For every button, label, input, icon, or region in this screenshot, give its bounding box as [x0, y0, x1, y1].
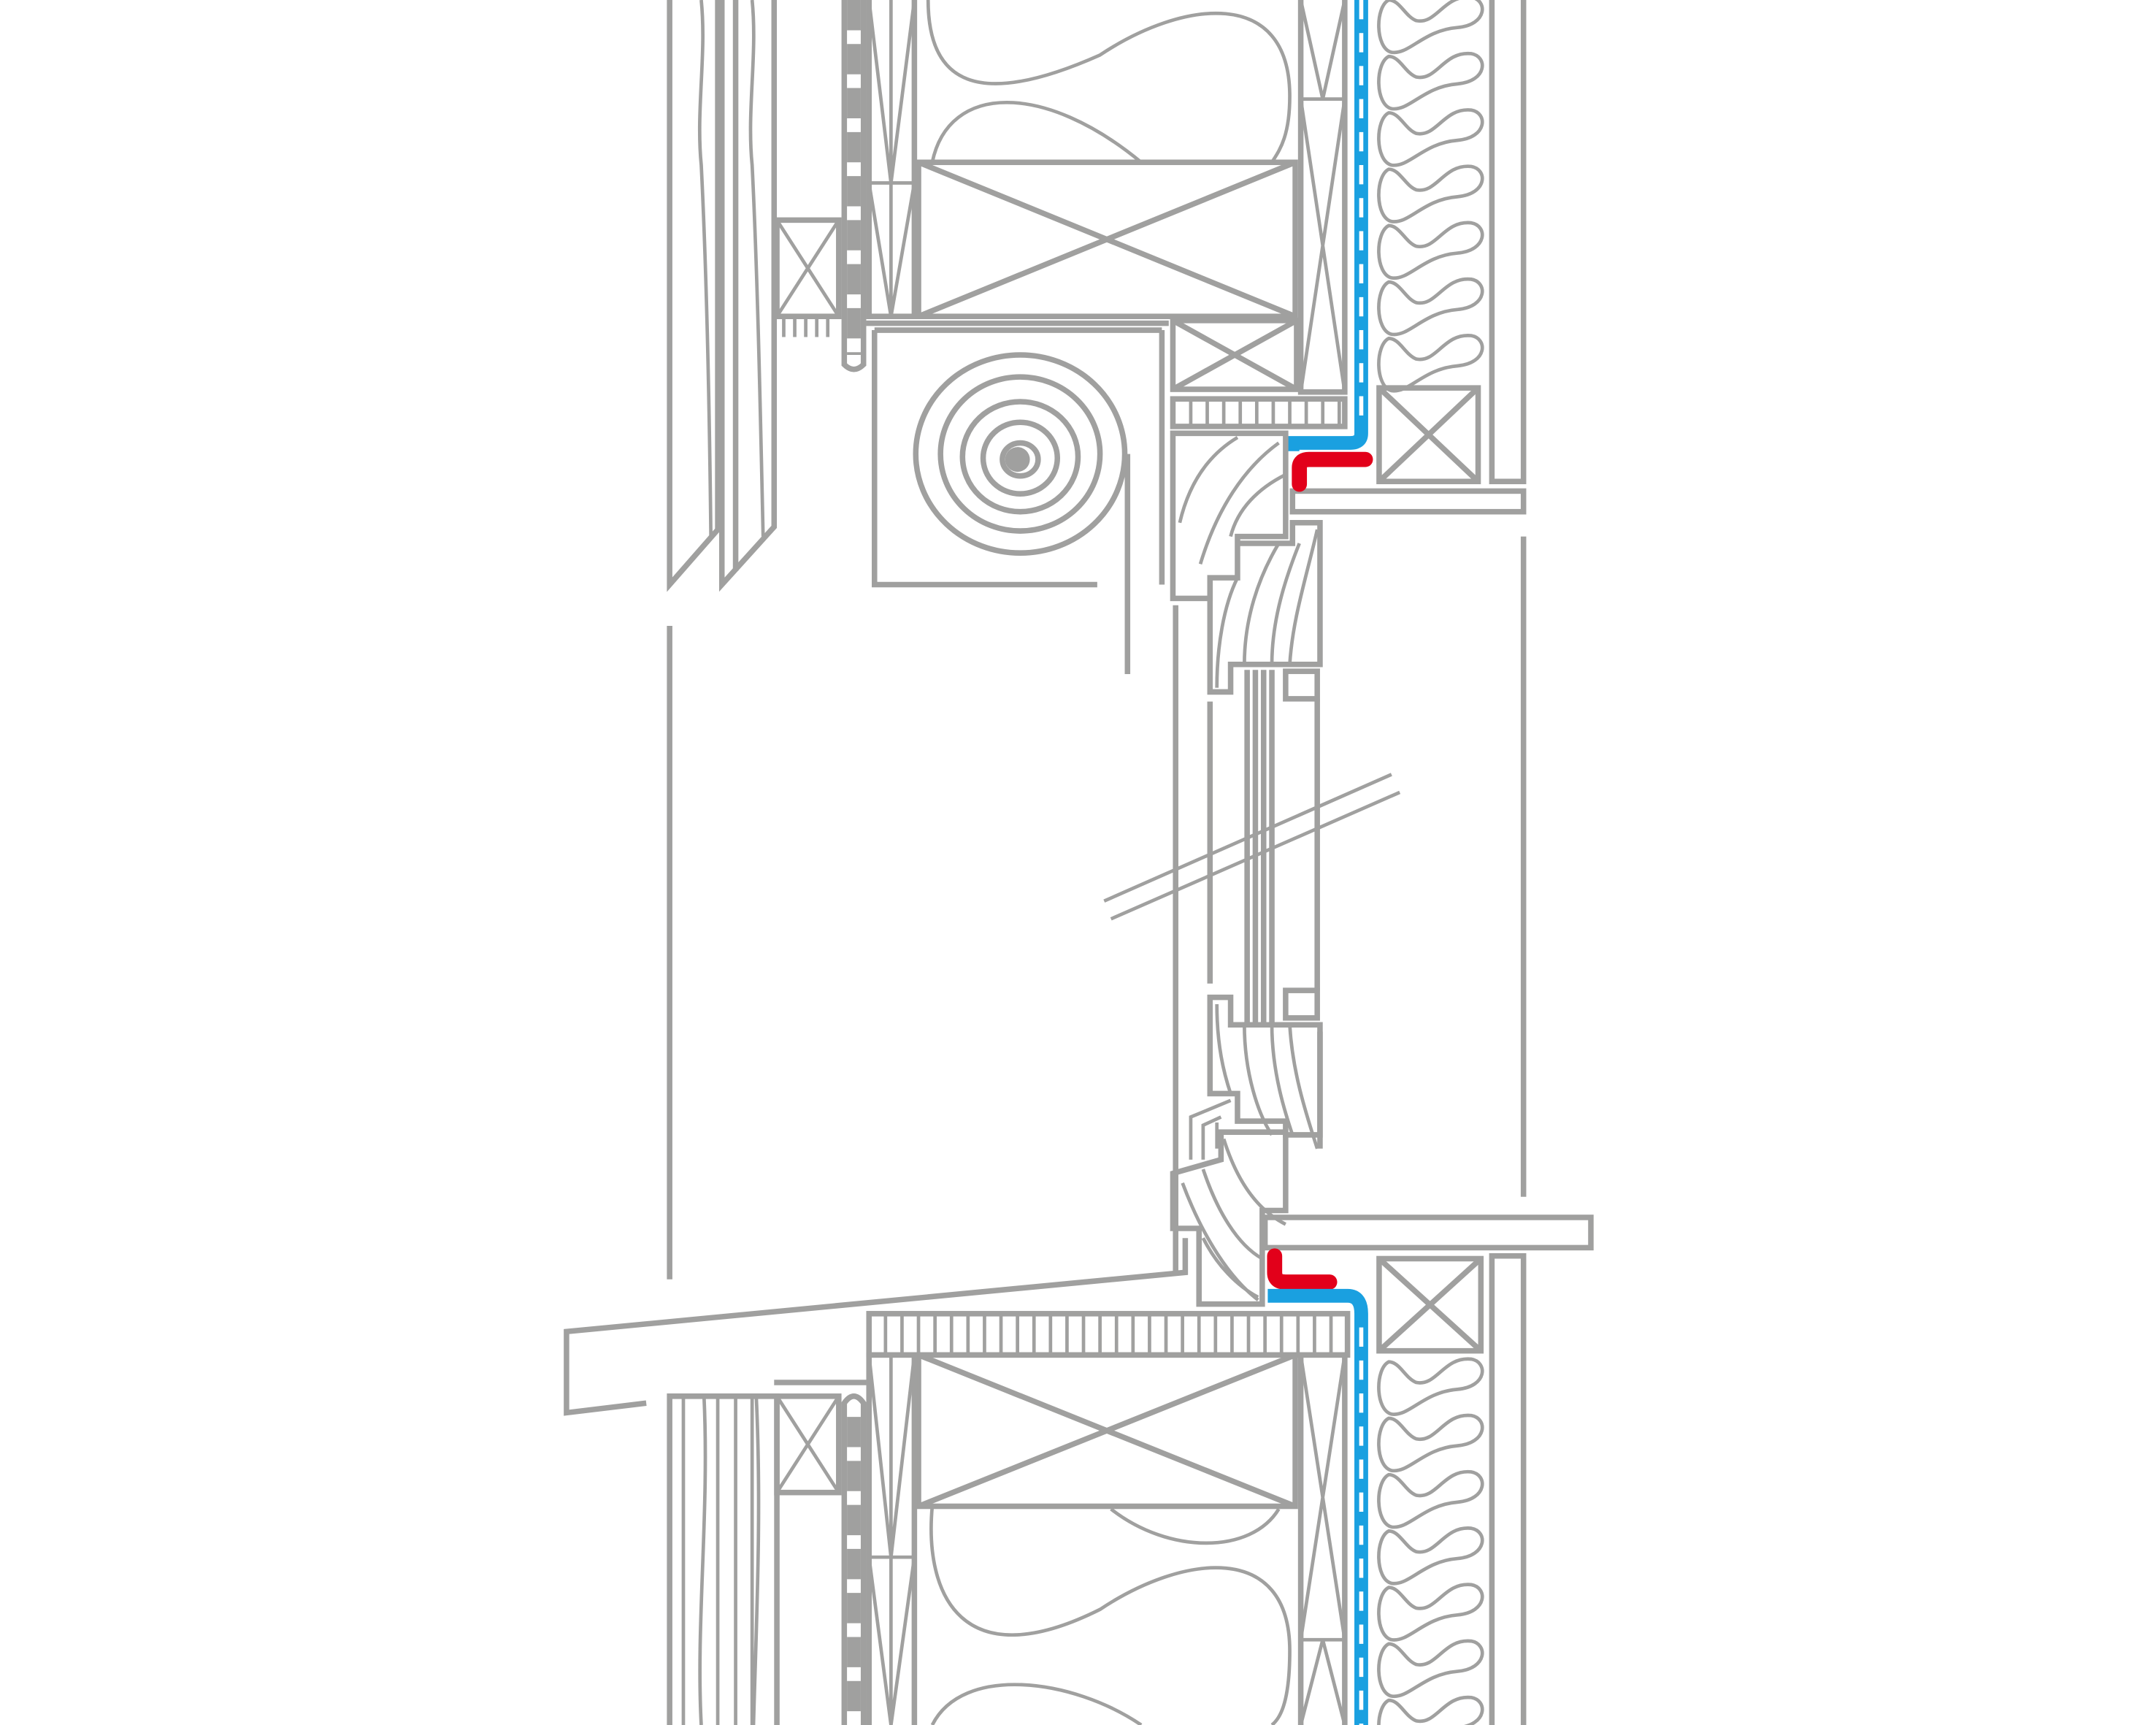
insulation-blob [1377, 108, 1484, 167]
glazing [1103, 605, 1401, 1273]
insulation-blob [1377, 164, 1484, 223]
window-sill-board [1262, 1215, 1594, 1251]
stud-column-top [866, 0, 918, 319]
insulation-blob [1377, 0, 1484, 55]
insulation-blob [1377, 334, 1484, 393]
facade-cladding-bottom [667, 1380, 867, 1725]
header-beam-top [916, 159, 1298, 319]
sill-block [866, 1311, 1351, 1510]
right-board-top [1289, 0, 1527, 1197]
right-board-bottom [1376, 1252, 1527, 1725]
lintel-block [1170, 318, 1348, 429]
insulation-blob [1377, 1413, 1484, 1473]
insulation-blob [1377, 1583, 1484, 1642]
insulation-right-bottom [1377, 1357, 1484, 1725]
insulation-blob [1377, 221, 1484, 280]
insulation-top [926, 0, 1292, 164]
sealing-tape-bottom [1267, 1248, 1338, 1290]
insulation-blob [1377, 1470, 1484, 1529]
insulation-blob [1377, 1526, 1484, 1586]
batten-top [841, 0, 867, 372]
insulation-right-top [1377, 0, 1484, 393]
sealing-tape-top [1292, 451, 1373, 492]
batten-bottom [841, 1393, 867, 1725]
stud-columns-bottom [866, 1352, 1348, 1725]
insulation-blob [1377, 1357, 1484, 1416]
insulation-blob [1377, 52, 1484, 111]
roller-shutter-box [866, 320, 1169, 674]
insulation-blob [1377, 1639, 1484, 1698]
insulation-blob [1377, 1695, 1484, 1725]
exterior-sill [564, 626, 1189, 1416]
window-frame-sill [1170, 994, 1323, 1307]
vapour-membrane-bottom [1267, 1288, 1368, 1725]
insulation-blob [1377, 277, 1484, 337]
stud-column-right-top [1297, 0, 1348, 395]
facade-cladding-top [667, 0, 842, 592]
vapour-membrane-top [1285, 0, 1368, 451]
insulation-bottom [929, 1506, 1292, 1725]
window-frame-head [1170, 430, 1323, 695]
